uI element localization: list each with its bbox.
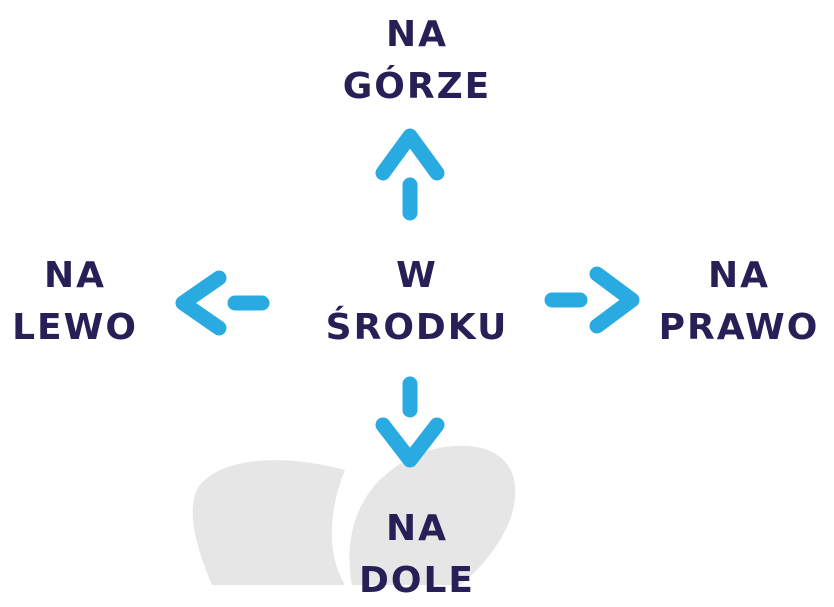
label-top-line1: NA: [386, 14, 448, 55]
label-center-line2: ŚRODKU: [325, 307, 509, 348]
quote-mark-watermark: [192, 445, 516, 585]
label-right-line2: PRAWO: [658, 307, 820, 348]
label-left-line2: LEWO: [12, 307, 138, 348]
label-right: NA PRAWO: [644, 250, 834, 354]
label-bottom-line2: DOLE: [358, 560, 476, 601]
label-top: NA GÓRZE: [317, 9, 517, 113]
arrow-left-icon: [175, 270, 270, 336]
label-left: NA LEWO: [0, 250, 150, 354]
label-center: W ŚRODKU: [297, 250, 537, 354]
arrow-right-icon: [544, 266, 640, 334]
label-bottom-line1: NA: [386, 508, 448, 549]
label-center-line1: W: [396, 255, 438, 296]
arrow-up-icon: [375, 128, 445, 221]
direction-arrows: [175, 128, 640, 468]
label-bottom: NA DOLE: [317, 503, 517, 607]
arrow-down-icon: [375, 376, 445, 468]
label-top-line2: GÓRZE: [342, 66, 492, 107]
label-left-line1: NA: [44, 255, 106, 296]
label-right-line1: NA: [708, 255, 770, 296]
